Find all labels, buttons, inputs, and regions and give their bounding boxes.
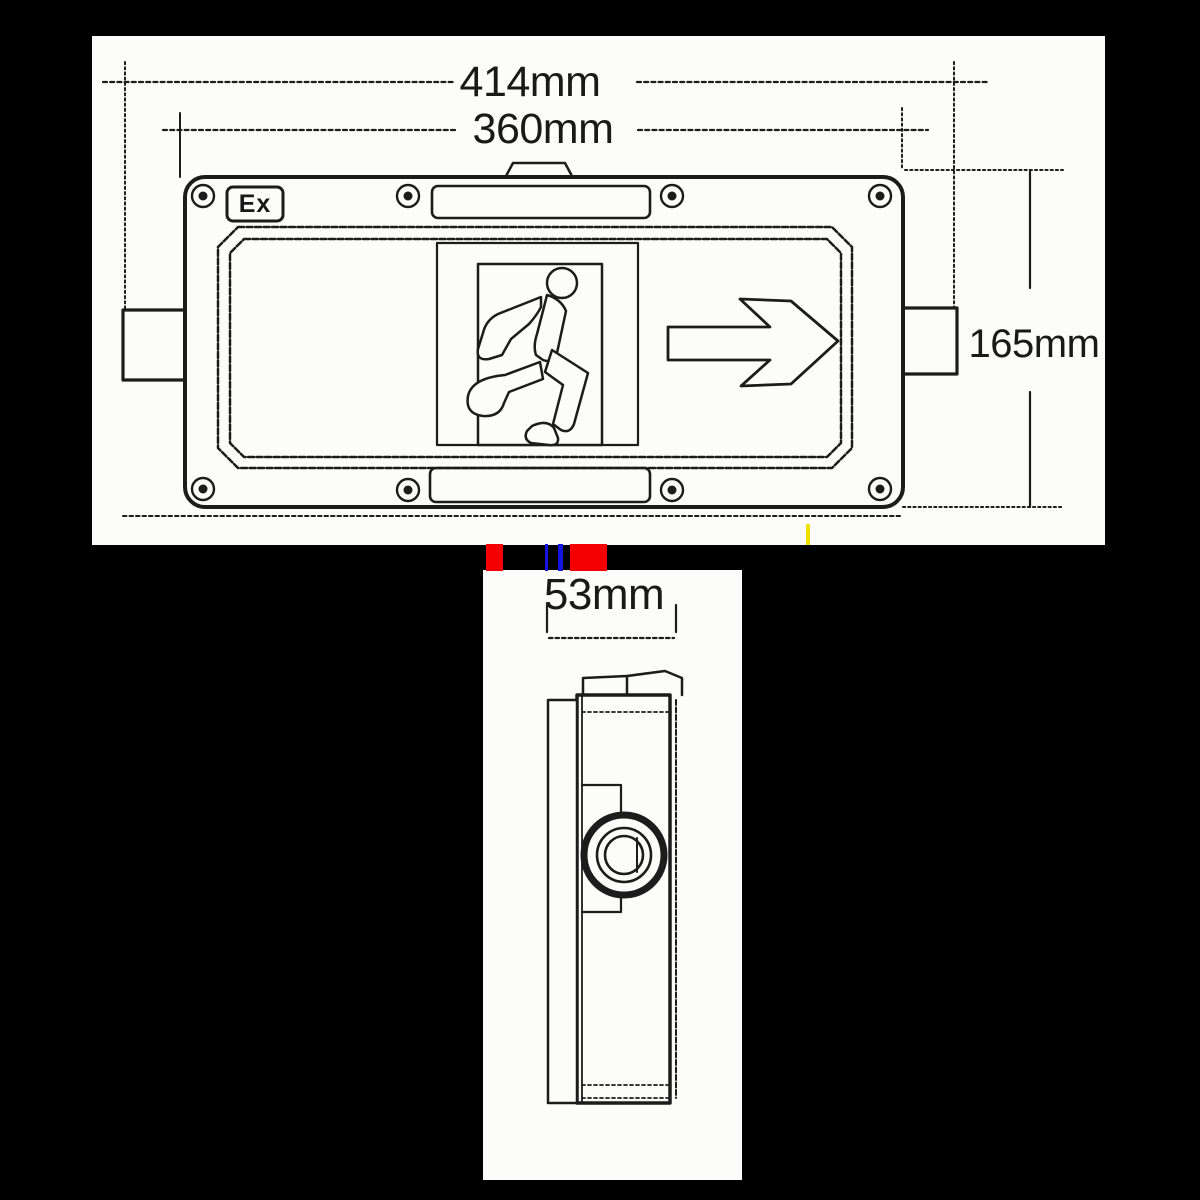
ex-badge-text: Ex: [238, 190, 272, 218]
scan-artifact-yellow-line: [806, 524, 810, 545]
dimension-label-overall-width: 414mm: [459, 58, 601, 106]
dimension-label-depth: 53mm: [543, 570, 665, 619]
dimension-label-height: 165mm: [968, 322, 1100, 366]
scan-artifact-red-bar: [486, 544, 503, 571]
side-view-panel: [483, 570, 742, 1180]
scan-artifact-red-bar: [570, 544, 607, 571]
dimension-label-body-width: 360mm: [472, 105, 614, 153]
scan-artifact-blue-bar: [558, 544, 563, 571]
scan-artifact-blue-bar: [545, 544, 548, 571]
